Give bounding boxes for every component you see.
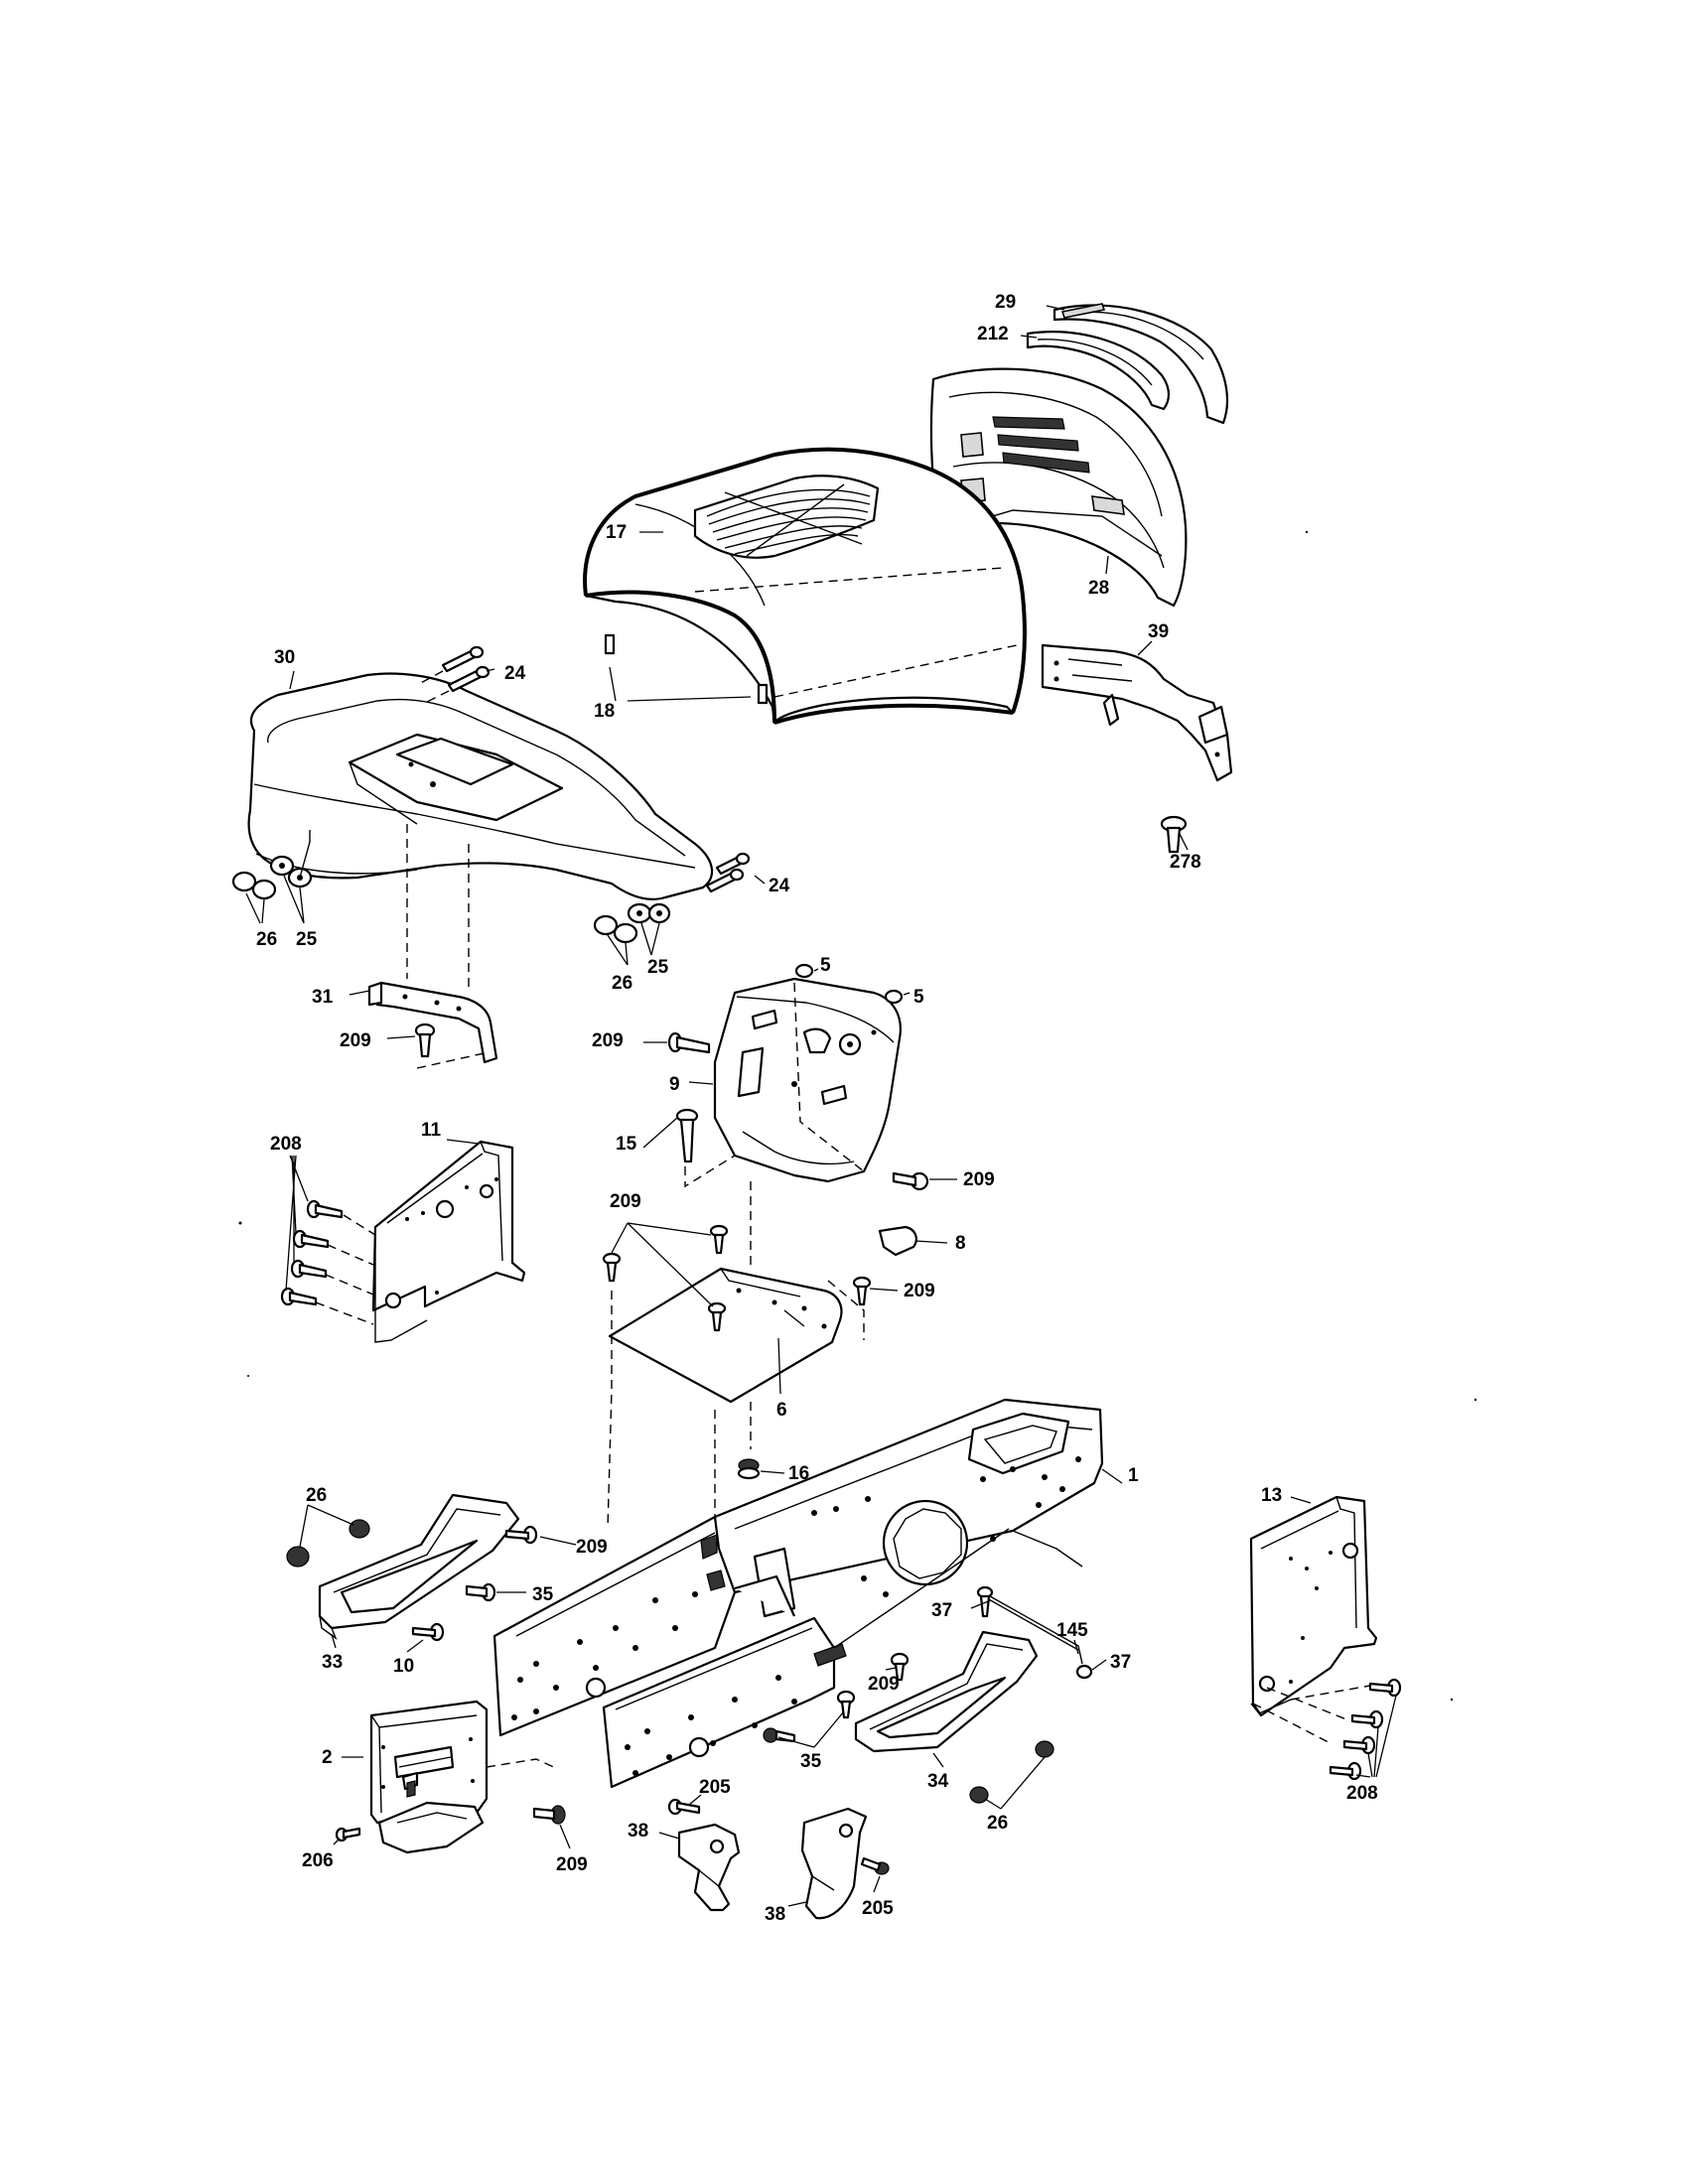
callout-34: 34 bbox=[927, 1771, 949, 1792]
callout-5: 5 bbox=[820, 955, 831, 976]
callout-labels: 29 212 17 28 39 30 24 18 24 278 26 25 26… bbox=[256, 292, 1378, 1925]
callout-205: 205 bbox=[862, 1898, 894, 1919]
part-38-bracket-b bbox=[800, 1807, 868, 1920]
callout-29: 29 bbox=[995, 292, 1016, 313]
part-10-bolt bbox=[411, 1622, 445, 1642]
part-26-nuts-right bbox=[969, 1740, 1054, 1804]
part-209-bolt-b bbox=[667, 1031, 711, 1054]
part-29-grille-trim bbox=[1052, 303, 1229, 425]
callout-26: 26 bbox=[256, 929, 277, 950]
part-13-side-panel-right bbox=[1249, 1495, 1378, 1717]
callout-38: 38 bbox=[628, 1821, 648, 1842]
callout-35: 35 bbox=[532, 1584, 554, 1605]
part-37-bolts bbox=[976, 1585, 1093, 1680]
callout-209: 209 bbox=[963, 1169, 995, 1190]
callout-26: 26 bbox=[306, 1485, 327, 1506]
part-209-screws-plate bbox=[602, 1224, 872, 1332]
callout-10: 10 bbox=[393, 1656, 414, 1677]
part-33-footrest-left bbox=[318, 1493, 520, 1640]
part-25-26-fasteners-left bbox=[231, 830, 313, 900]
part-205-bolt-b bbox=[860, 1856, 890, 1875]
part-212-lens bbox=[1026, 331, 1171, 411]
callout-5: 5 bbox=[913, 987, 924, 1008]
part-17-hood bbox=[583, 447, 1027, 725]
callout-17: 17 bbox=[606, 522, 627, 543]
callout-205: 205 bbox=[699, 1777, 731, 1798]
callout-15: 15 bbox=[616, 1134, 637, 1155]
part-24-bolts bbox=[416, 645, 751, 893]
callout-24: 24 bbox=[504, 663, 526, 684]
callout-6: 6 bbox=[776, 1400, 787, 1421]
part-209-bolt-c bbox=[892, 1171, 929, 1191]
callout-1: 1 bbox=[1128, 1465, 1139, 1486]
callout-208: 208 bbox=[270, 1134, 302, 1155]
part-9-dash-panel bbox=[713, 977, 902, 1183]
part-26-nuts-left bbox=[286, 1519, 370, 1568]
callout-16: 16 bbox=[788, 1463, 809, 1484]
part-2-front-bracket bbox=[369, 1700, 489, 1854]
callout-11: 11 bbox=[421, 1120, 442, 1141]
callout-39: 39 bbox=[1148, 621, 1169, 642]
callout-13: 13 bbox=[1261, 1485, 1282, 1506]
part-278-rivet bbox=[1160, 815, 1188, 854]
part-25-26-fasteners-right bbox=[593, 902, 671, 944]
callout-31: 31 bbox=[312, 987, 334, 1008]
callout-26: 26 bbox=[987, 1813, 1008, 1834]
callout-209: 209 bbox=[610, 1191, 641, 1212]
callout-209: 209 bbox=[904, 1281, 935, 1301]
part-145-rod bbox=[982, 1591, 1083, 1665]
part-6-plate bbox=[608, 1267, 843, 1404]
scan-specks bbox=[238, 530, 1477, 1702]
part-209-bolt-foot-left bbox=[504, 1525, 538, 1545]
part-30-fender bbox=[247, 672, 713, 900]
callout-209: 209 bbox=[592, 1030, 624, 1051]
callout-278: 278 bbox=[1170, 852, 1201, 873]
callout-209: 209 bbox=[868, 1674, 900, 1695]
leader-lines bbox=[245, 305, 1397, 1907]
part-18-bumpers bbox=[604, 633, 769, 705]
part-209-bolt-frame bbox=[890, 1652, 910, 1682]
callout-212: 212 bbox=[977, 324, 1009, 344]
part-35-bolts-b bbox=[763, 1690, 856, 1743]
part-205-bolt-a bbox=[667, 1798, 701, 1816]
part-11-side-panel-left bbox=[371, 1140, 526, 1343]
part-34-footrest-right bbox=[854, 1630, 1039, 1753]
callout-28: 28 bbox=[1088, 578, 1109, 599]
callout-206: 206 bbox=[302, 1850, 334, 1871]
part-8-clip bbox=[878, 1225, 917, 1257]
callout-209: 209 bbox=[340, 1030, 371, 1051]
part-28-grille bbox=[929, 367, 1188, 608]
part-16-bumper bbox=[737, 1458, 761, 1480]
callout-26: 26 bbox=[612, 973, 632, 994]
part-208-bolts-left bbox=[280, 1199, 376, 1325]
part-1-frame bbox=[492, 1398, 1104, 1789]
callout-37: 37 bbox=[1110, 1652, 1131, 1673]
callout-35: 35 bbox=[800, 1751, 822, 1772]
callout-24: 24 bbox=[769, 876, 790, 896]
part-5-grommets bbox=[794, 963, 904, 1005]
part-38-bracket-a bbox=[677, 1823, 741, 1912]
part-39-grille-bracket bbox=[1041, 643, 1233, 782]
callout-145: 145 bbox=[1056, 1620, 1088, 1641]
callout-209: 209 bbox=[576, 1537, 608, 1558]
callout-18: 18 bbox=[594, 701, 615, 722]
part-206-screw bbox=[335, 1827, 361, 1843]
part-31-bracket bbox=[367, 981, 498, 1064]
callout-30: 30 bbox=[274, 647, 295, 668]
callout-9: 9 bbox=[669, 1074, 680, 1095]
callout-37: 37 bbox=[931, 1600, 952, 1621]
part-35-bolt-a bbox=[465, 1582, 496, 1602]
callout-25: 25 bbox=[296, 929, 318, 950]
part-15-bolt bbox=[675, 1108, 699, 1163]
callout-25: 25 bbox=[647, 957, 669, 978]
callout-38: 38 bbox=[765, 1904, 785, 1925]
callout-2: 2 bbox=[322, 1747, 333, 1768]
callout-33: 33 bbox=[322, 1652, 343, 1673]
callout-209: 209 bbox=[556, 1854, 588, 1875]
part-209-bolt-a bbox=[414, 1023, 436, 1058]
callout-8: 8 bbox=[955, 1233, 966, 1254]
part-209-bolt-bracket bbox=[532, 1805, 566, 1825]
callout-208: 208 bbox=[1346, 1783, 1378, 1804]
